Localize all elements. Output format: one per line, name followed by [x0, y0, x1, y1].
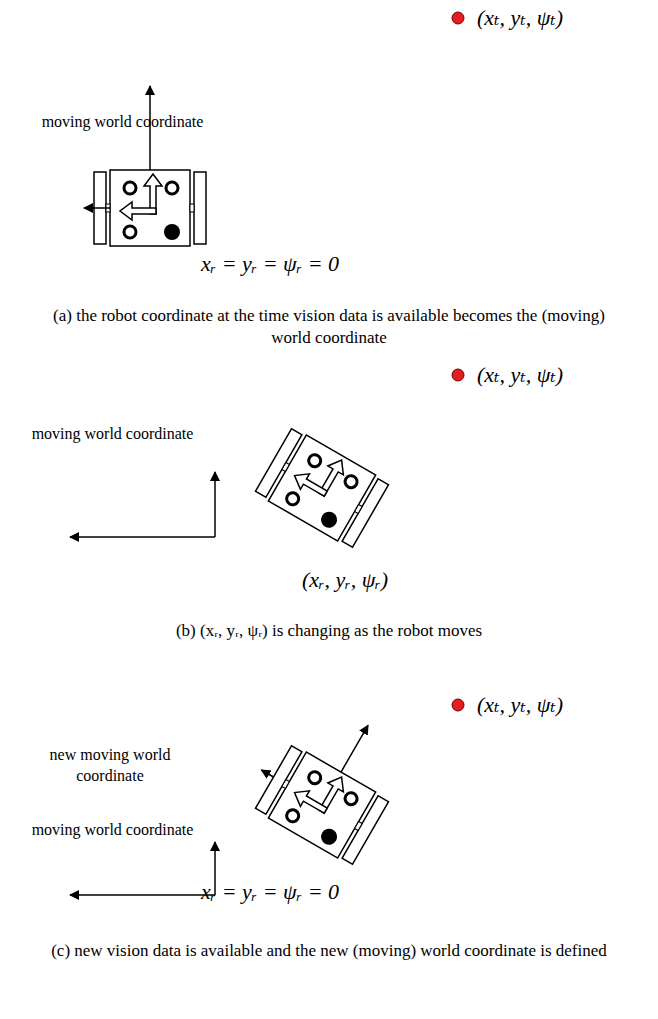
- frame-label: new moving world coordinate: [20, 745, 200, 787]
- robot-pose: xᵣ = yᵣ = ψᵣ = 0: [150, 250, 390, 279]
- target-pose: (xₜ, yₜ, ψₜ): [477, 4, 652, 33]
- frame-label: moving world coordinate: [30, 424, 195, 445]
- target-pose: (xₜ, yₜ, ψₜ): [477, 691, 652, 720]
- frame-label: moving world coordinate: [30, 820, 195, 841]
- robot-pose: (xᵣ, yᵣ, ψᵣ): [250, 566, 440, 595]
- frame-label: moving world coordinate: [40, 112, 205, 133]
- subfigure-caption: (a) the robot coordinate at the time vis…: [40, 305, 618, 349]
- robot-pose: xᵣ = yᵣ = ψᵣ = 0: [150, 878, 390, 907]
- target-pose: (xₜ, yₜ, ψₜ): [477, 361, 652, 390]
- subfigure-caption: (b) (xᵣ, yᵣ, ψᵣ) is changing as the robo…: [40, 620, 618, 642]
- subfigure-caption: (c) new vision data is available and the…: [40, 940, 618, 962]
